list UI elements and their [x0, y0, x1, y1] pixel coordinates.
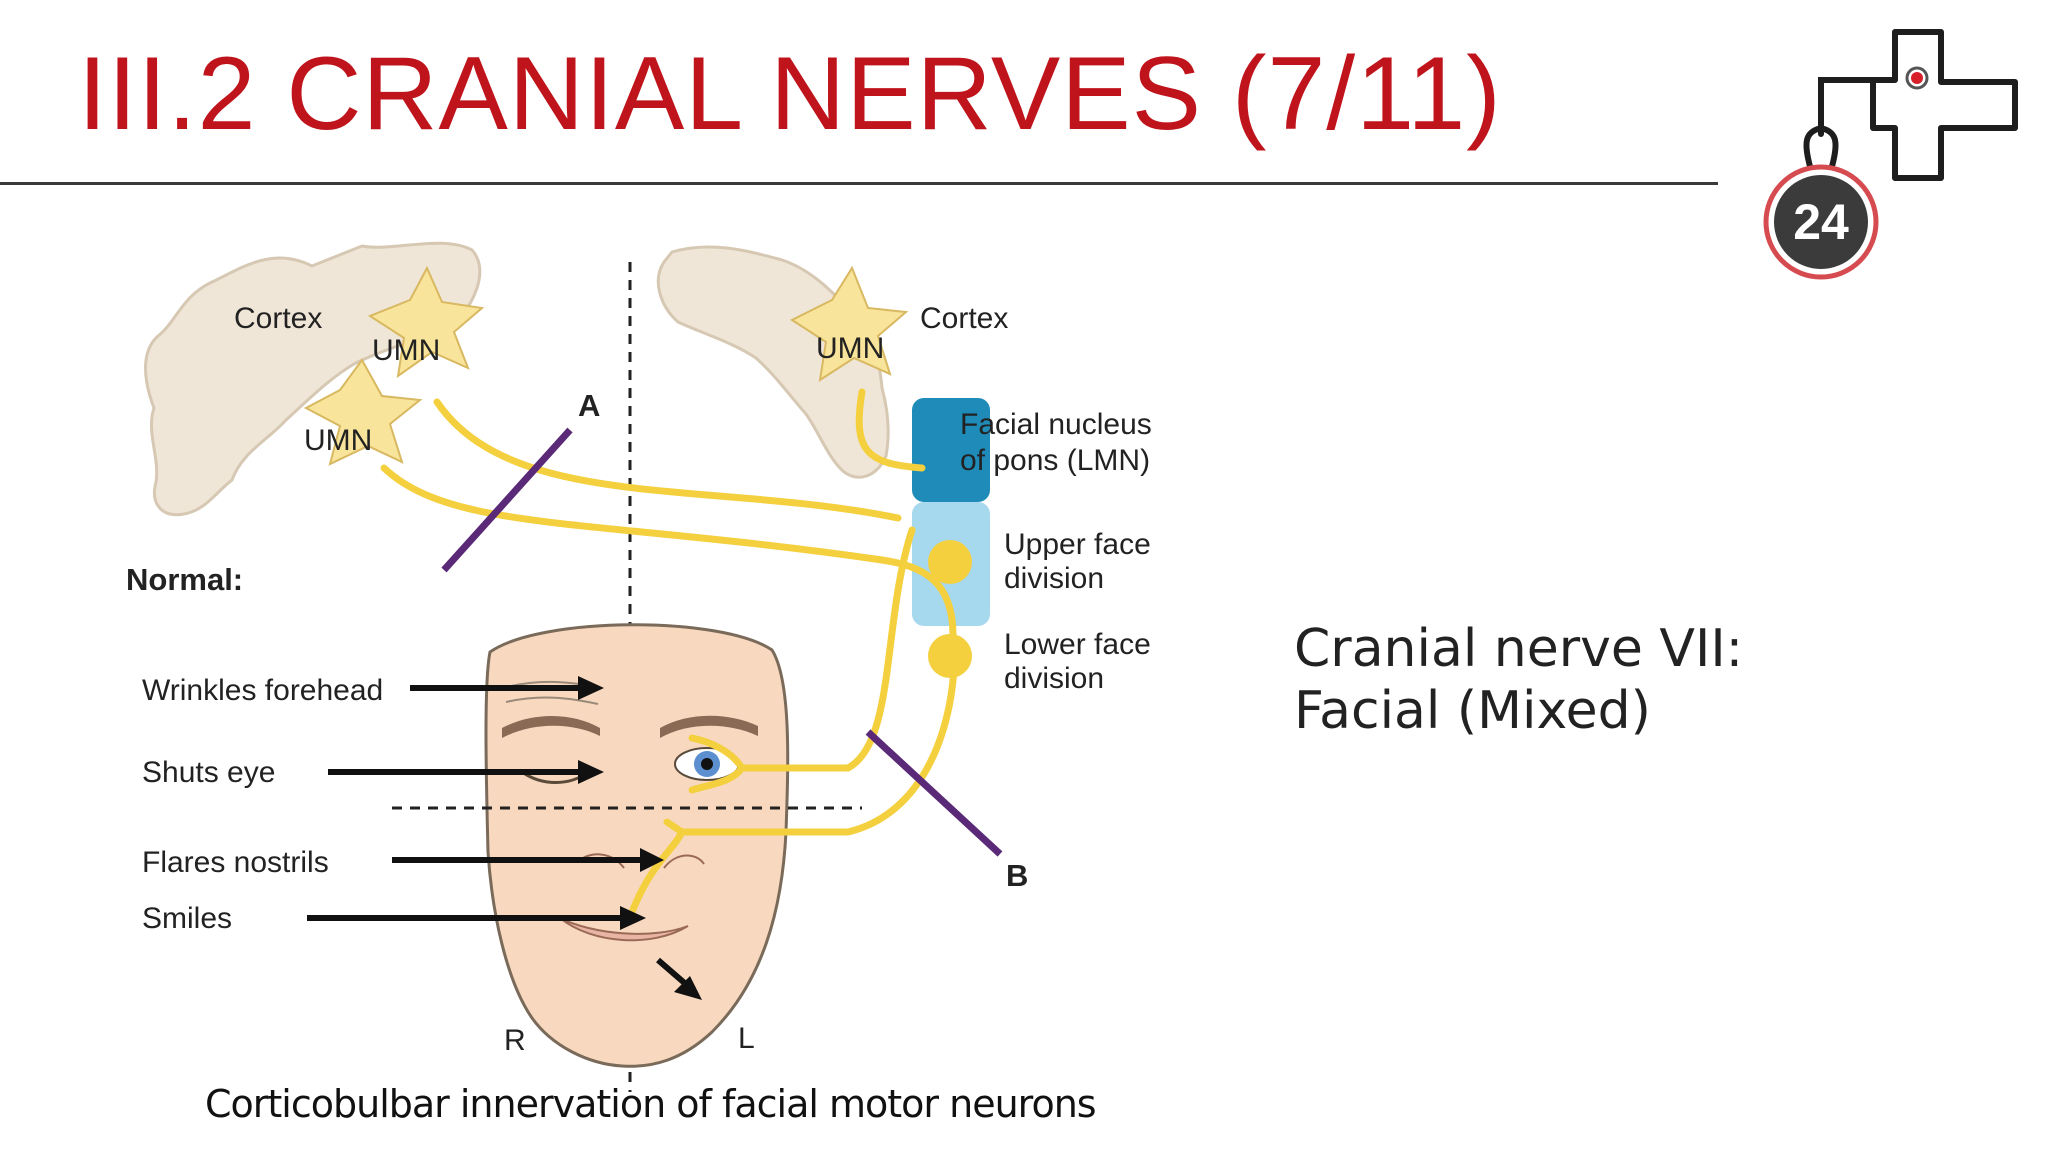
page-number-badge: 24: [1763, 29, 2018, 280]
nerve-description-line-1: Cranial nerve VII:: [1294, 619, 1744, 679]
nerve-description: Cranial nerve VII: Facial (Mixed): [1294, 618, 1743, 742]
page-number: 24: [1793, 194, 1849, 250]
side-label-right: R: [504, 1024, 526, 1057]
umn-label-right: UMN: [816, 332, 884, 365]
function-smiles: Smiles: [142, 902, 232, 935]
mouth: [559, 917, 689, 942]
facial-nerve-diagram: Cortex Cortex UMN UMN UMN Facial nucleus…: [126, 241, 1152, 1092]
nerve-description-line-2: Facial (Mixed): [1294, 681, 1651, 741]
lesion-b: [865, 729, 1003, 857]
side-label-left: L: [738, 1022, 755, 1055]
function-flares-nostrils: Flares nostrils: [142, 846, 329, 879]
cortex-label-left: Cortex: [234, 302, 322, 335]
figure-caption: Corticobulbar innervation of facial moto…: [205, 1082, 1097, 1126]
cross-logo-icon: [1870, 29, 2018, 181]
lower-division-line-2: division: [1004, 662, 1104, 695]
stethoscope-icon: [1803, 77, 1876, 173]
page-title: III.2 CRANIAL NERVES (7/11): [78, 36, 1502, 152]
upper-division-line-2: division: [1004, 562, 1104, 595]
umn-label-upper-left: UMN: [372, 334, 440, 367]
cortex-label-right: Cortex: [920, 302, 1008, 335]
function-wrinkles-forehead: Wrinkles forehead: [142, 674, 383, 707]
left-eyebrow: [660, 715, 758, 738]
umn-star-upper-left: [367, 265, 485, 379]
lesion-a-label: A: [578, 388, 600, 423]
lower-division-neuron: [928, 634, 972, 678]
upper-division-line-1: Upper face: [1004, 528, 1151, 561]
title-divider: [0, 182, 1718, 185]
upper-division-neuron: [928, 540, 972, 584]
lower-division-line-1: Lower face: [1004, 628, 1151, 661]
lesion-b-label: B: [1006, 858, 1028, 893]
nucleus-label-line-2: of pons (LMN): [960, 444, 1150, 477]
umn-label-lower-left: UMN: [304, 424, 372, 457]
function-shuts-eye: Shuts eye: [142, 756, 275, 789]
lesion-a: [441, 427, 573, 573]
facial-nucleus-upper: [912, 398, 990, 502]
normal-heading: Normal:: [126, 562, 243, 597]
right-eyebrow: [502, 716, 600, 738]
umn-star-right: [789, 265, 909, 383]
umn-star-lower-left: [303, 358, 423, 466]
nucleus-label-line-1: Facial nucleus: [960, 408, 1152, 441]
